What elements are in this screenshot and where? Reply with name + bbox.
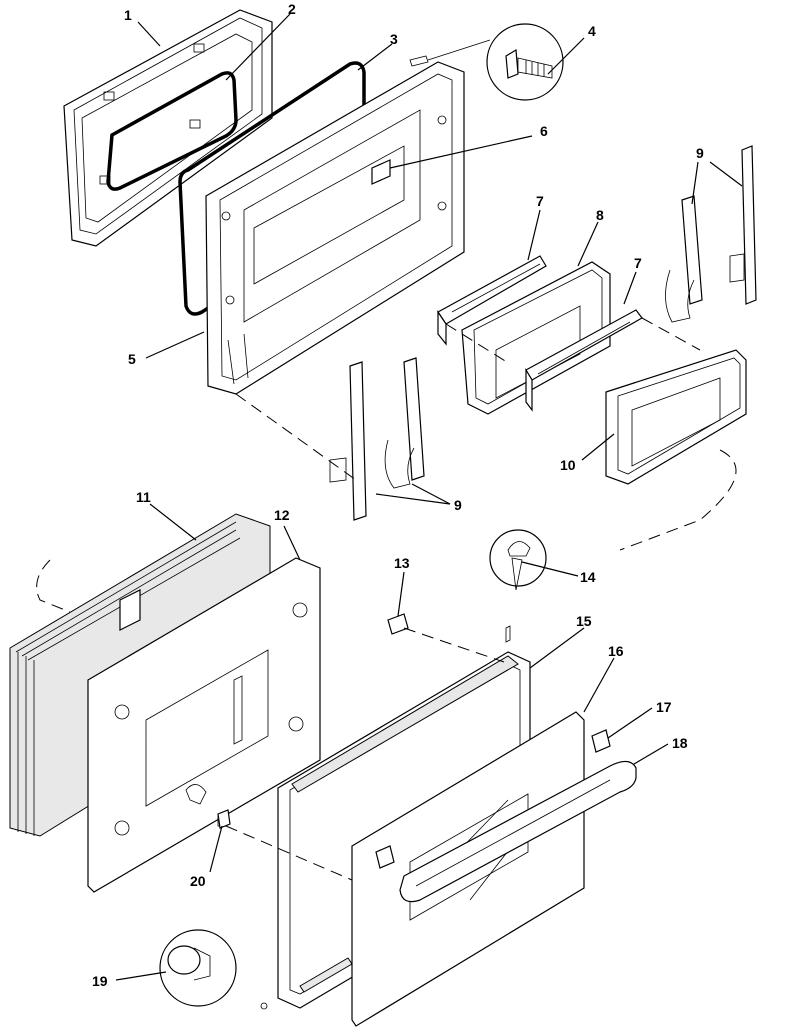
callout-9b: 9 bbox=[454, 497, 462, 513]
callout-20: 20 bbox=[190, 873, 206, 889]
callout-16: 16 bbox=[608, 643, 624, 659]
assembly-guide-lines bbox=[36, 317, 737, 881]
callout-7b: 7 bbox=[634, 255, 642, 271]
hinge-right-pair bbox=[665, 145, 757, 323]
callout-labels: 1 2 3 4 5 6 7 8 7 9 9 10 11 12 13 14 15 … bbox=[92, 1, 704, 989]
door-screw bbox=[409, 23, 564, 101]
window-glass-front bbox=[437, 255, 547, 346]
window-glass-rear bbox=[525, 309, 643, 412]
callout-18: 18 bbox=[672, 735, 688, 751]
callout-10: 10 bbox=[560, 457, 576, 473]
inner-door-panel bbox=[205, 61, 465, 395]
callout-11: 11 bbox=[136, 489, 151, 505]
inner-door-liner bbox=[63, 9, 273, 247]
callout-6: 6 bbox=[540, 123, 548, 139]
callout-19: 19 bbox=[92, 973, 108, 989]
hinge-left-pair bbox=[329, 357, 425, 521]
callout-leaders bbox=[115, 13, 743, 981]
handle-mount bbox=[375, 729, 611, 869]
callout-9a: 9 bbox=[696, 145, 704, 161]
callout-5: 5 bbox=[128, 351, 136, 367]
window-spacer-frame bbox=[461, 261, 611, 415]
callout-14: 14 bbox=[580, 569, 596, 585]
callout-2: 2 bbox=[288, 1, 296, 17]
outer-door-panel bbox=[87, 557, 321, 893]
callout-17: 17 bbox=[656, 699, 672, 715]
callout-15: 15 bbox=[576, 613, 592, 629]
callout-1: 1 bbox=[124, 7, 132, 23]
callout-7a: 7 bbox=[536, 193, 544, 209]
door-spacer bbox=[387, 613, 409, 635]
callout-8: 8 bbox=[596, 207, 604, 223]
handle-screw bbox=[489, 529, 547, 643]
door-handle bbox=[399, 760, 637, 903]
callout-12: 12 bbox=[274, 507, 290, 523]
callout-3: 3 bbox=[390, 31, 398, 47]
hinge-bracket bbox=[371, 159, 391, 185]
callout-4: 4 bbox=[588, 23, 596, 39]
window-gasket bbox=[106, 71, 238, 191]
door-clip bbox=[185, 784, 231, 829]
callout-13: 13 bbox=[394, 555, 410, 571]
door-knob bbox=[159, 929, 268, 1010]
window-trim-frame bbox=[605, 349, 747, 485]
